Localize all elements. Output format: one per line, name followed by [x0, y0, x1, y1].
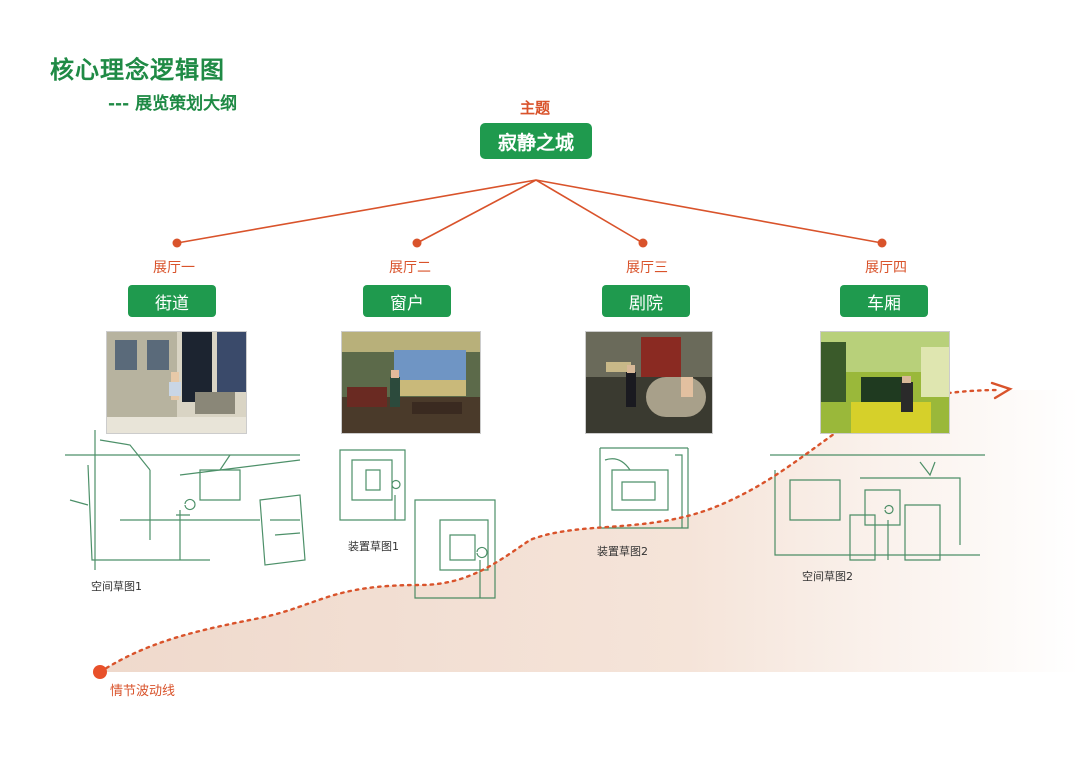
hall-3-label: 展厅三	[626, 260, 668, 276]
hall-4-label: 展厅四	[865, 260, 907, 276]
flow-area	[100, 390, 1080, 672]
hall-2-box: 窗户	[363, 285, 451, 317]
connector-dot-3	[638, 238, 648, 248]
page-subtitle: --- 展览策划大纲	[108, 94, 238, 114]
hall-3-box: 剧院	[602, 285, 690, 317]
page-title: 核心理念逻辑图	[50, 56, 225, 84]
caption-device-sketch-1: 装置草图1	[348, 540, 399, 553]
device-sketch-1	[339, 449, 496, 599]
caption-device-sketch-2: 装置草图2	[597, 545, 648, 558]
caption-space-sketch-1: 空间草图1	[91, 580, 142, 593]
connector-lines	[176, 179, 883, 244]
flow-arrowhead	[990, 381, 1013, 400]
connector-dot-2	[412, 238, 422, 248]
theme-box: 寂静之城	[480, 123, 592, 159]
device-sketch-2	[599, 447, 689, 529]
connector-dot-1	[172, 238, 182, 248]
connector-dot-4	[877, 238, 887, 248]
painting-window	[341, 331, 481, 434]
hall-2-label: 展厅二	[389, 260, 431, 276]
caption-space-sketch-2: 空间草图2	[802, 570, 853, 583]
hall-1-box: 街道	[128, 285, 216, 317]
painting-carriage	[820, 331, 950, 434]
flow-line-label: 情节波动线	[110, 684, 176, 699]
flow-start-dot	[93, 665, 107, 679]
painting-theater	[585, 331, 713, 434]
hall-4-box: 车厢	[840, 285, 928, 317]
theme-label: 主题	[519, 99, 550, 117]
painting-street	[106, 331, 247, 434]
space-sketch-1	[65, 430, 306, 570]
hall-1-label: 展厅一	[153, 260, 195, 276]
